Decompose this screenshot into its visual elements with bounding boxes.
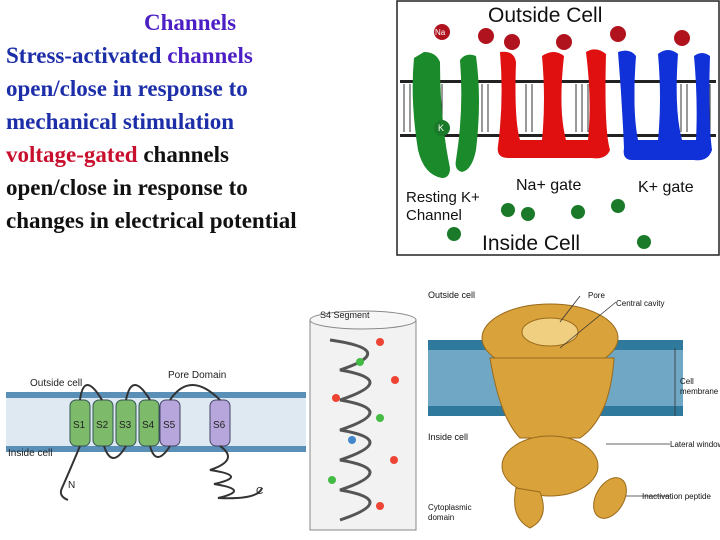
s4-residues xyxy=(328,338,399,510)
na-gate-channel xyxy=(497,49,610,159)
segment-s4: S4 xyxy=(142,420,155,431)
c-terminus-label: C xyxy=(256,486,263,497)
voltage-gated-topology: S1 S2 S3 S4 S5 S6 Outside cell Inside ce… xyxy=(0,300,420,540)
description-text: Channels Stress-activated channels open/… xyxy=(6,6,391,237)
k-gate-label: K+ gate xyxy=(638,179,694,196)
segment-s2: S2 xyxy=(96,420,109,431)
s4-segment-label: S4 Segment xyxy=(320,310,370,320)
channel-3d-structure: Outside cell Inside cell Pore Central ca… xyxy=(420,278,720,540)
text-line-4-suffix: channels xyxy=(143,142,229,167)
text-line-2: open/close in response to xyxy=(6,76,248,101)
cell-membrane-label-1: Cell xyxy=(680,377,694,386)
k-ion-label: K xyxy=(438,123,444,133)
central-cavity-label: Central cavity xyxy=(616,299,664,308)
segment-s3: S3 xyxy=(119,420,132,431)
title: Channels xyxy=(144,10,237,35)
left-outside-label: Outside cell xyxy=(30,378,82,389)
lateral-window-label: Lateral window xyxy=(670,440,720,449)
text-line-6: changes in electrical potential xyxy=(6,208,297,233)
na-ion-label: Na xyxy=(435,28,446,37)
n-terminus-label: N xyxy=(68,480,75,491)
right-inside-label: Inside cell xyxy=(428,432,468,442)
inside-cell-label: Inside Cell xyxy=(482,232,580,255)
segment-s5: S5 xyxy=(163,420,176,431)
resting-k-label: Resting K+ xyxy=(406,189,480,206)
text-line-5: open/close in response to xyxy=(6,175,248,200)
text-line-3: mechanical stimulation xyxy=(6,109,235,134)
inactivation-peptide-label: Inactivation peptide xyxy=(642,492,711,501)
segment-s6: S6 xyxy=(213,420,226,431)
left-inside-label: Inside cell xyxy=(8,448,52,459)
pore-label: Pore xyxy=(588,291,605,300)
segment-s1: S1 xyxy=(73,420,86,431)
resting-channel-label: Channel xyxy=(406,207,462,224)
text-line-1-suffix: channels xyxy=(167,43,253,68)
text-line-1: Stress-activated channels xyxy=(6,39,391,72)
na-ions: Na xyxy=(434,24,690,50)
k-ions: K xyxy=(434,120,651,249)
gold-channel-protein xyxy=(481,303,627,529)
text-line-4: voltage-gated channels xyxy=(6,138,391,171)
text-line-4-prefix: voltage-gated xyxy=(6,142,144,167)
pore-domain-label: Pore Domain xyxy=(168,370,226,381)
outside-cell-label: Outside Cell xyxy=(488,4,602,27)
ion-channel-diagram: Outside Cell Inside Cell Resting K+ Chan… xyxy=(396,0,720,256)
right-outside-label: Outside cell xyxy=(428,290,475,300)
cytoplasmic-label-2: domain xyxy=(428,513,454,522)
segment-labels: S1 S2 S3 S4 S5 S6 xyxy=(73,420,226,431)
loops xyxy=(59,384,263,501)
cell-membrane-label-2: membrane xyxy=(680,387,719,396)
resting-k-channel xyxy=(412,52,479,178)
cytoplasmic-label-1: Cytoplasmic xyxy=(428,503,472,512)
annotation-lines xyxy=(559,295,676,497)
s4-cylinder: S4 Segment xyxy=(309,310,417,531)
k-gate-channel xyxy=(618,50,712,161)
na-gate-label: Na+ gate xyxy=(516,177,581,194)
segments xyxy=(69,399,231,447)
text-line-1-prefix: Stress-activated xyxy=(6,43,168,68)
